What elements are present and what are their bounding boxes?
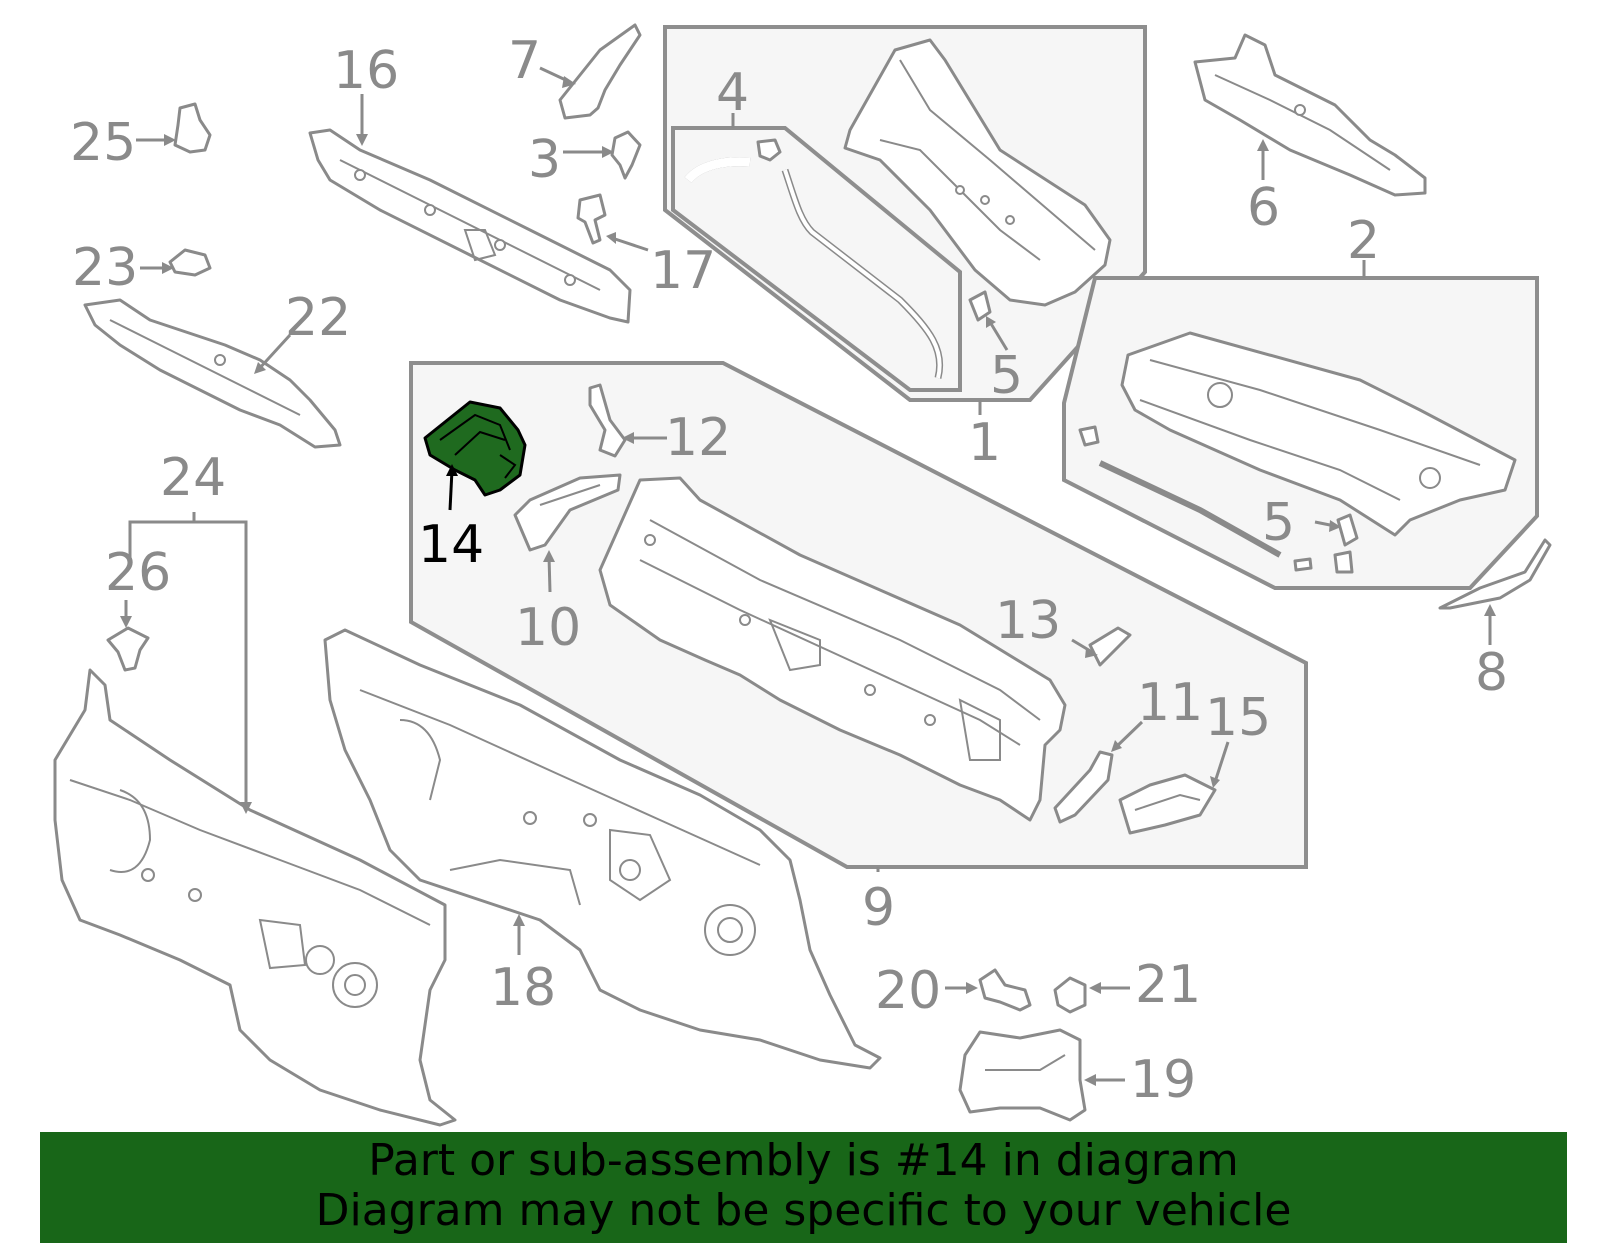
label-9: 9 xyxy=(862,878,895,938)
bracket-part-12[interactable] xyxy=(588,383,627,458)
label-26: 26 xyxy=(105,543,171,603)
label-13: 13 xyxy=(995,591,1061,651)
label-6: 6 xyxy=(1247,178,1280,238)
label-1: 1 xyxy=(968,413,1001,473)
label-23: 23 xyxy=(72,238,138,298)
bracket-part-7[interactable] xyxy=(558,23,642,120)
assembly-box-9 xyxy=(409,361,1308,869)
dash-upper-panel[interactable] xyxy=(598,476,1067,822)
label-24: 24 xyxy=(160,448,226,508)
info-banner: Part or sub-assembly is #14 in diagram D… xyxy=(40,1132,1567,1243)
label-19: 19 xyxy=(1130,1050,1196,1110)
assembly-box-1 xyxy=(663,25,1147,402)
part-labels: 1 2 3 4 5 5 6 7 8 9 10 11 12 13 14 15 16… xyxy=(70,31,1508,1110)
label-14: 14 xyxy=(418,515,484,575)
label-10: 10 xyxy=(515,598,581,658)
label-7: 7 xyxy=(508,31,541,91)
banner-line-2: Diagram may not be specific to your vehi… xyxy=(315,1185,1292,1236)
label-5a: 5 xyxy=(990,346,1023,406)
bolt-part-17[interactable] xyxy=(576,193,607,245)
label-11: 11 xyxy=(1137,673,1203,733)
cowl-top-part-1[interactable] xyxy=(843,38,1112,307)
label-4: 4 xyxy=(716,63,749,123)
reinforcement-part-22[interactable] xyxy=(83,298,342,449)
bracket-part-15[interactable] xyxy=(1118,773,1217,835)
label-18: 18 xyxy=(490,958,556,1018)
banner-line-1: Part or sub-assembly is #14 in diagram xyxy=(368,1135,1239,1186)
bracket-part-6[interactable] xyxy=(1193,33,1427,197)
label-20: 20 xyxy=(875,961,941,1021)
clip-part-5-top[interactable] xyxy=(968,290,992,322)
label-25: 25 xyxy=(70,113,136,173)
label-17: 17 xyxy=(650,241,716,301)
clip-part-25[interactable] xyxy=(173,102,212,154)
leader-lines xyxy=(120,66,1496,1086)
bracket-part-11[interactable] xyxy=(1053,750,1114,824)
label-16: 16 xyxy=(333,41,399,101)
label-21: 21 xyxy=(1135,955,1201,1015)
nut-part-23[interactable] xyxy=(168,248,212,277)
bracket-part-13[interactable] xyxy=(1088,626,1132,667)
clip-part-5-right[interactable] xyxy=(1336,513,1359,547)
assembly-box-2 xyxy=(1062,276,1539,590)
label-22: 22 xyxy=(285,288,351,348)
nut-part-21[interactable] xyxy=(1053,976,1087,1014)
label-2: 2 xyxy=(1347,211,1380,271)
bracket-part-8[interactable] xyxy=(1438,538,1552,610)
dash-panel-part-18[interactable] xyxy=(323,628,882,1070)
label-8: 8 xyxy=(1475,643,1508,703)
label-3: 3 xyxy=(528,130,561,190)
clip-part-3[interactable] xyxy=(610,130,642,180)
dash-insulator-part-24[interactable] xyxy=(53,668,457,1127)
label-12: 12 xyxy=(665,408,731,468)
label-5b: 5 xyxy=(1262,493,1295,553)
bolt-part-20[interactable] xyxy=(978,968,1032,1012)
bracket-part-10[interactable] xyxy=(513,473,622,552)
clip-part-26[interactable] xyxy=(106,626,150,672)
bracket-part-19[interactable] xyxy=(958,1028,1087,1122)
label-15: 15 xyxy=(1205,688,1271,748)
